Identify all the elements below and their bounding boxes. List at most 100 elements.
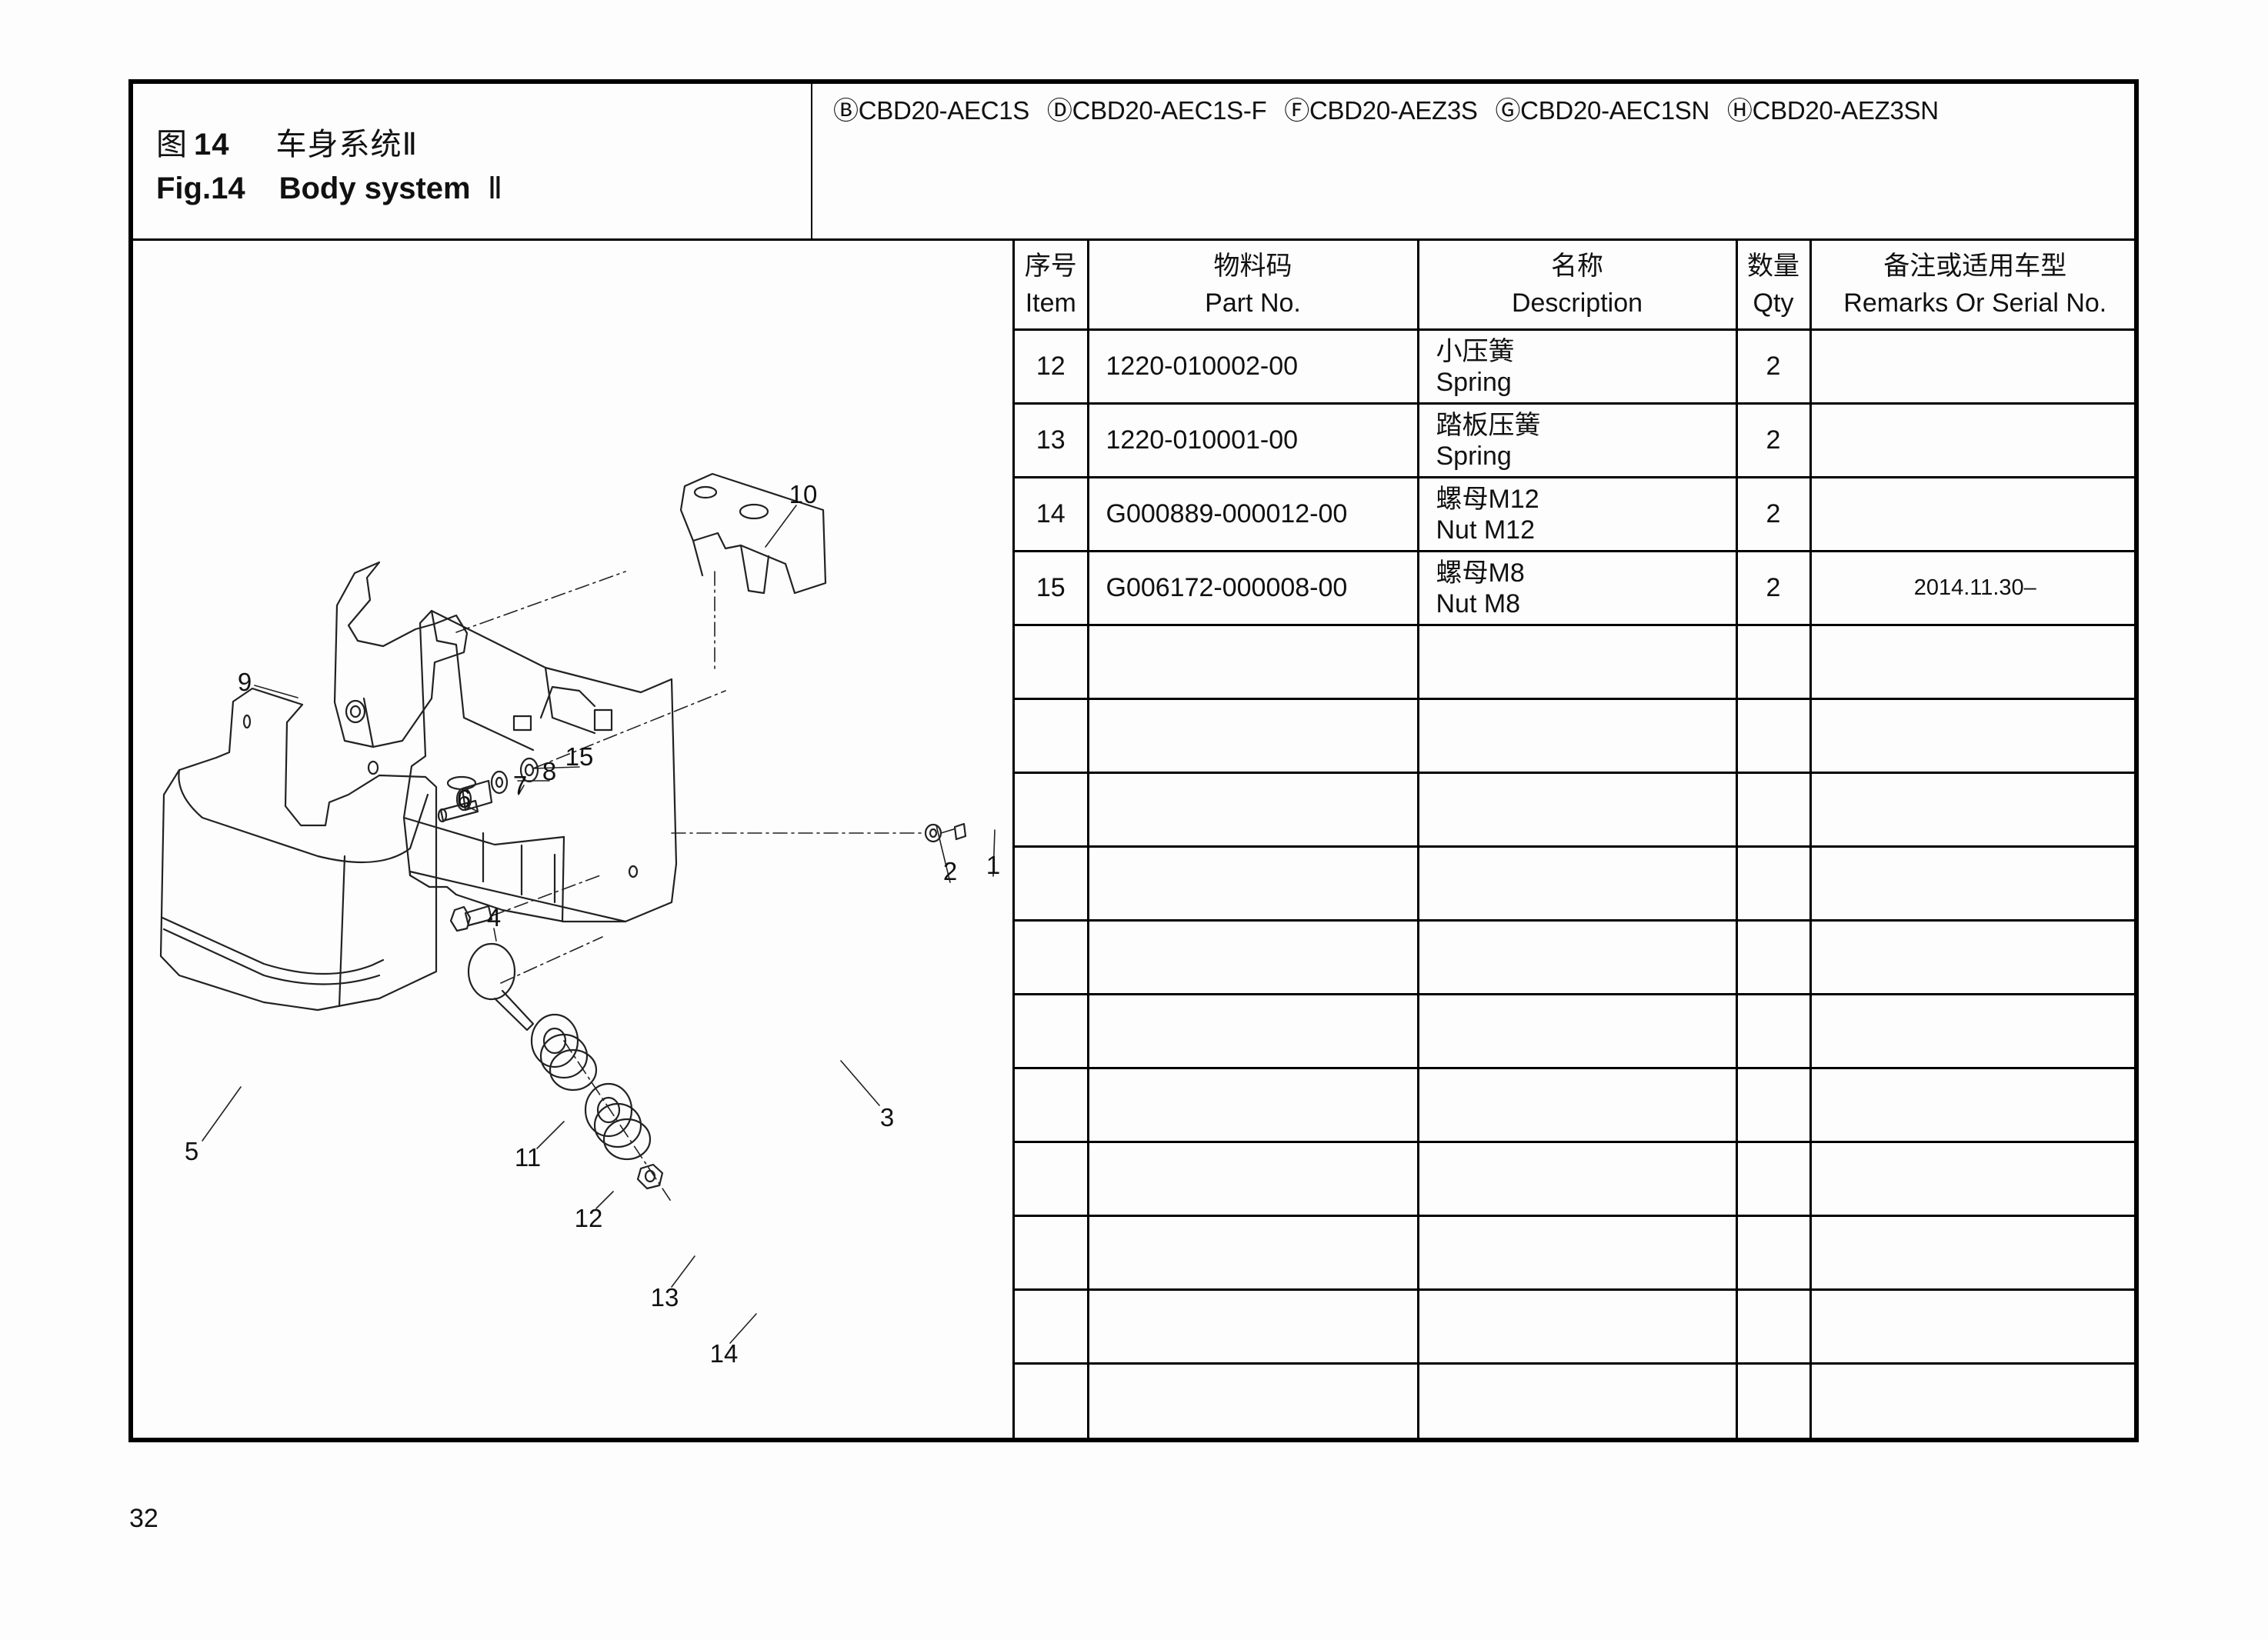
quantity-cell: 2 xyxy=(1735,476,1812,552)
quantity-cell xyxy=(1735,624,1812,700)
callout-8: 8 xyxy=(542,757,557,785)
figure-title-en: Fig.14 Body system Ⅱ xyxy=(156,170,502,206)
callout-3: 3 xyxy=(879,1103,895,1132)
spring-part-13 xyxy=(584,1082,652,1161)
part-number-cell xyxy=(1086,845,1419,922)
quantity-cell xyxy=(1735,772,1812,848)
remarks-cell xyxy=(1809,476,2139,552)
item-number-cell xyxy=(1015,1067,1089,1143)
table-row xyxy=(1015,919,2139,995)
callout-14: 14 xyxy=(709,1339,739,1368)
figure-en-label: Fig.14 xyxy=(156,172,245,205)
exploded-view-diagram: 1 2 3 4 5 6 7 8 9 10 11 12 13 14 15 xyxy=(133,241,1012,1442)
remarks-cell xyxy=(1809,1067,2139,1143)
assembly-center-lines xyxy=(455,571,957,1203)
description-cell xyxy=(1416,1362,1738,1438)
part-number-cell: 1220-010001-00 xyxy=(1086,402,1419,478)
item-number-cell xyxy=(1015,1141,1089,1217)
description-cell xyxy=(1416,1067,1738,1143)
table-row xyxy=(1015,993,2139,1069)
callout-6: 6 xyxy=(456,785,472,813)
description-cell xyxy=(1416,1215,1738,1291)
part-number-cell xyxy=(1086,1067,1419,1143)
callout-5: 5 xyxy=(184,1137,199,1165)
remarks-cell xyxy=(1809,1215,2139,1291)
part-number-cell xyxy=(1086,1288,1419,1365)
table-row xyxy=(1015,1288,2139,1365)
callout-12: 12 xyxy=(574,1204,603,1232)
remarks-cell xyxy=(1809,328,2139,405)
remarks-cell xyxy=(1809,772,2139,848)
description-cell xyxy=(1416,698,1738,774)
item-number-cell xyxy=(1015,1215,1089,1291)
applicable-models: ⒷCBD20-AEC1S ⒹCBD20-AEC1S-F ⒻCBD20-AEZ3S… xyxy=(833,90,1949,127)
part-number-cell xyxy=(1086,698,1419,774)
description-cell xyxy=(1416,993,1738,1069)
spring-part-12 xyxy=(530,1013,598,1092)
callout-7: 7 xyxy=(512,771,528,799)
item-number-cell xyxy=(1015,993,1089,1069)
part-number-cell xyxy=(1086,993,1419,1069)
item-number-cell: 13 xyxy=(1015,402,1089,478)
callout-1: 1 xyxy=(986,851,1001,879)
figure-en-title: Body system xyxy=(278,172,471,205)
callout-9: 9 xyxy=(237,668,252,696)
item-number-cell xyxy=(1015,1362,1089,1438)
remarks-cell xyxy=(1809,1288,2139,1365)
description-en: Nut M12 xyxy=(1436,515,1536,545)
description-cell xyxy=(1416,845,1738,922)
quantity-cell xyxy=(1735,1141,1812,1217)
description-cell xyxy=(1416,1288,1738,1365)
model-label: ⒽCBD20-AEZ3SN xyxy=(1726,96,1939,125)
pin-bushing-stack xyxy=(437,757,539,823)
quantity-cell: 2 xyxy=(1735,550,1812,626)
description-cell xyxy=(1416,1141,1738,1217)
table-row xyxy=(1015,1067,2139,1143)
part-number-cell: 1220-010002-00 xyxy=(1086,328,1419,405)
quantity-cell: 2 xyxy=(1735,328,1812,405)
item-number-cell: 15 xyxy=(1015,550,1089,626)
part-number-cell xyxy=(1086,772,1419,848)
description-cn: 踏板压簧 xyxy=(1436,410,1541,440)
figure-en-roman: Ⅱ xyxy=(487,171,503,205)
item-number-cell: 12 xyxy=(1015,328,1089,405)
description-cn: 螺母M12 xyxy=(1436,484,1539,514)
part-number-cell: G000889-000012-00 xyxy=(1086,476,1419,552)
table-row xyxy=(1015,698,2139,774)
remarks-cell xyxy=(1809,1362,2139,1438)
washer-part-8 xyxy=(490,770,509,795)
quantity-cell xyxy=(1735,993,1812,1069)
front-bumper-cover-part xyxy=(159,687,438,1012)
item-number-cell xyxy=(1015,624,1089,700)
table-row xyxy=(1015,624,2139,700)
remarks-cell xyxy=(1809,402,2139,478)
table-row xyxy=(1015,772,2139,848)
item-number-cell xyxy=(1015,1288,1089,1365)
description-cell xyxy=(1416,772,1738,848)
bolt-nut-right xyxy=(924,822,967,843)
quantity-cell xyxy=(1735,1215,1812,1291)
callout-10: 10 xyxy=(789,480,818,508)
figure-cn-title: 车身系统Ⅱ xyxy=(275,128,419,162)
quantity-cell xyxy=(1735,698,1812,774)
description-cn: 小压簧 xyxy=(1436,336,1515,366)
remarks-cell xyxy=(1809,993,2139,1069)
callout-13: 13 xyxy=(650,1283,679,1312)
table-row xyxy=(1015,1362,2139,1438)
steering-bracket-part xyxy=(679,472,827,595)
remarks-cell xyxy=(1809,1141,2139,1217)
callout-leader-lines xyxy=(202,505,996,1344)
table-row xyxy=(1015,1141,2139,1217)
description-en: Spring xyxy=(1436,441,1512,471)
item-number-cell xyxy=(1015,845,1089,922)
